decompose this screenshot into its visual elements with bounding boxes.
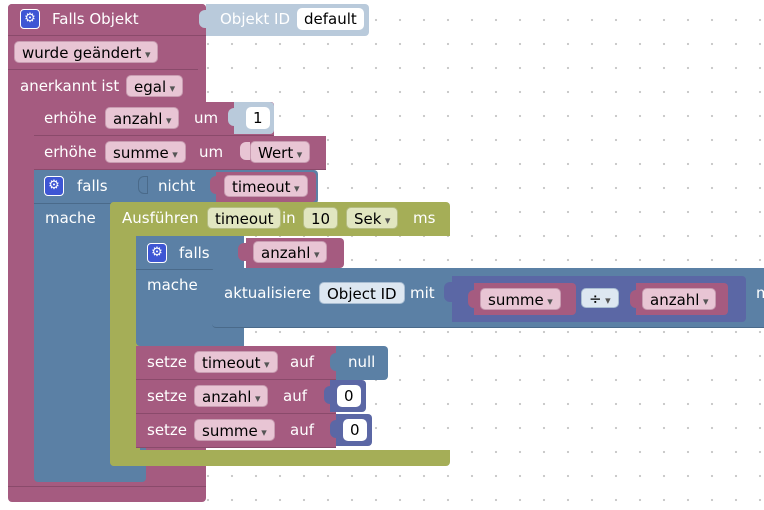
increment-verb: erhöhe [44,143,97,161]
event-block-footer [8,486,206,500]
connector-notch [630,290,640,308]
connector-notch [330,420,340,438]
event-title: Falls Objekt [52,10,139,28]
connector-notch [240,142,250,160]
set-var-dropdown[interactable]: anzahl [194,385,269,407]
ack-label: anerkannt ist [20,77,120,95]
not-label: nicht [158,177,196,195]
connector-notch [324,386,334,404]
increment-by: um [199,143,224,161]
trigger-dropdown[interactable]: wurde geändert [14,41,159,63]
increment-var-dropdown[interactable]: summe [105,141,186,163]
update-with-label: mit [410,284,435,302]
set-to: auf [290,353,314,371]
connector-notch [228,108,238,126]
inner-if-label: falls [179,244,210,262]
timeout-var[interactable]: timeout [207,207,282,229]
connector-notch [330,353,340,371]
increment-value[interactable]: 1 [246,107,270,129]
connector-notch [238,243,248,261]
timeout-block-footer [110,450,450,466]
connector-notch [468,290,478,308]
gear-icon[interactable]: ⚙ [44,176,64,196]
object-id-value[interactable]: default [297,8,364,30]
update-trailing-text: m [756,284,764,302]
inner-if-do-label: mache [147,276,198,294]
set-var-dropdown[interactable]: summe [194,419,275,441]
condition-var-dropdown[interactable]: timeout [224,175,308,197]
event-block-header [8,4,206,36]
update-right-dropdown[interactable]: anzahl [642,288,717,310]
set-to: auf [283,387,307,405]
set-var-dropdown[interactable]: timeout [194,351,278,373]
update-label: aktualisiere [224,284,312,302]
inner-condition-var-dropdown[interactable]: anzahl [253,241,328,263]
gear-icon[interactable]: ⚙ [20,9,40,29]
update-target[interactable]: Object ID [319,282,405,304]
set-number-value[interactable]: 0 [343,419,367,441]
if-label: falls [77,177,108,195]
connector-notch [138,176,148,194]
set-verb: setze [147,353,188,371]
value-dropdown[interactable]: Wert [250,141,311,163]
timeout-block[interactable] [110,202,140,466]
operator-dropdown[interactable]: ÷ [581,288,619,308]
null-value: null [348,353,376,371]
increment-verb: erhöhe [44,109,97,127]
timeout-in-label: in [282,209,296,227]
null-block[interactable] [336,346,388,380]
timeout-ms-label: ms [413,209,436,227]
timeout-value[interactable]: 10 [303,207,339,229]
timeout-unit-dropdown[interactable]: Sek [346,207,399,229]
set-verb: setze [147,421,188,439]
update-left-dropdown[interactable]: summe [480,288,561,310]
if-do-label: mache [45,209,96,227]
timeout-label: Ausführen [122,209,199,227]
object-id-label: Objekt ID [220,10,291,28]
increment-by: um [194,109,219,127]
increment-var-dropdown[interactable]: anzahl [105,107,180,129]
connector-notch [210,176,220,194]
connector-notch [444,282,454,302]
connector-notch [199,10,209,28]
set-to: auf [290,421,314,439]
gear-icon[interactable]: ⚙ [147,243,167,263]
set-number-value[interactable]: 0 [337,385,361,407]
ack-dropdown[interactable]: egal [126,75,184,97]
set-verb: setze [147,387,188,405]
